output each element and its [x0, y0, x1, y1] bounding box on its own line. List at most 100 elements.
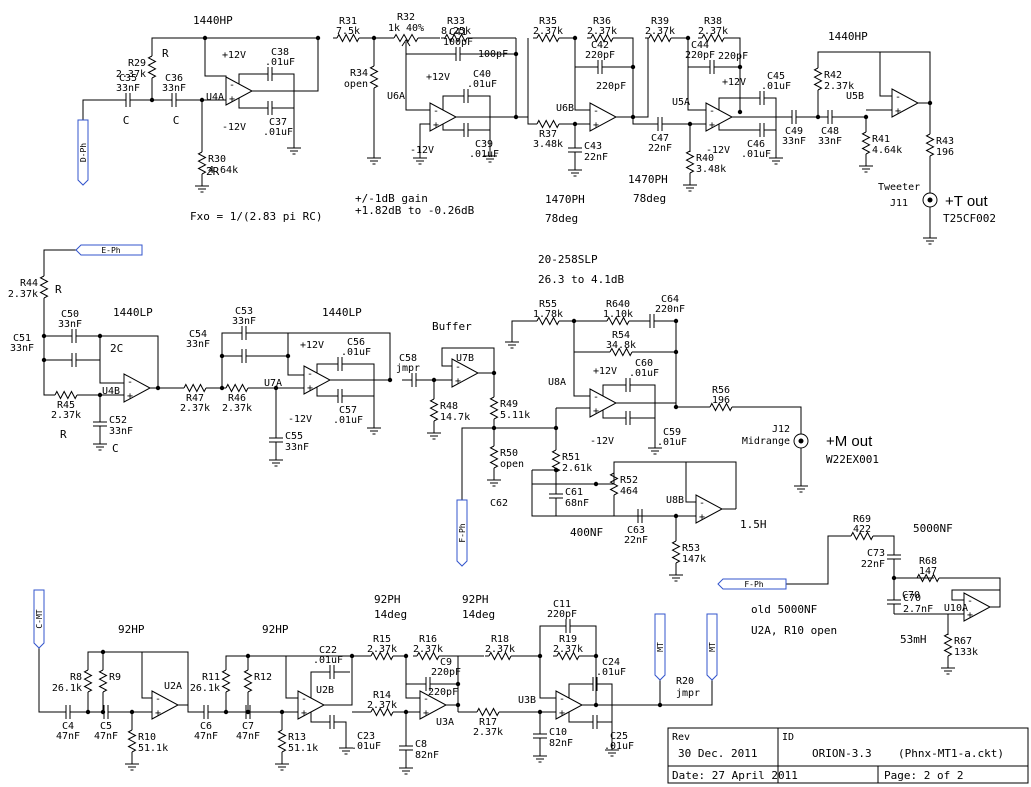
ref-c39: C39	[475, 139, 493, 150]
ref-r13: R13	[288, 732, 306, 743]
plus-sign: +	[301, 708, 307, 719]
resistor-r10	[127, 729, 137, 753]
resistor-r47	[183, 383, 207, 393]
ref-r18: R18	[491, 634, 509, 645]
input-tag-f-ph-b	[717, 578, 787, 590]
junction-dot	[41, 357, 47, 363]
opamp-u8b	[695, 494, 724, 524]
minus-sign: -	[301, 694, 307, 705]
value-r32: 1k 40%	[388, 23, 424, 34]
value-c45: .01uF	[761, 81, 791, 92]
resistor-r38	[701, 33, 725, 43]
components	[33, 33, 1029, 784]
value-c37: .01uF	[263, 127, 293, 138]
label-1470ph: 1470PH	[545, 193, 585, 206]
junction-dot	[245, 709, 251, 715]
value-r54: 34.8k	[606, 340, 636, 351]
value-c64: 220nF	[655, 304, 685, 315]
value-c39: .01uF	[469, 149, 499, 160]
value-r39: 2.37k	[645, 26, 675, 37]
plus-sign: +	[559, 708, 565, 719]
junction-dot	[673, 318, 679, 324]
value-r16: 2.37k	[413, 644, 443, 655]
opamp-u7a	[303, 365, 332, 395]
value-r48: 14.7k	[440, 412, 470, 423]
ref-c54: C54	[189, 329, 207, 340]
ref-c51: C51	[13, 333, 31, 344]
junction-dot	[737, 64, 743, 70]
junction-dot	[572, 121, 578, 127]
ref-r40: R40	[696, 153, 714, 164]
value-c25: .01uF	[604, 741, 634, 752]
ref-u7b: U7B	[456, 353, 474, 364]
value-c73: 22nF	[861, 559, 885, 570]
ref-r53: R53	[682, 543, 700, 554]
value-c61: 68nF	[565, 498, 589, 509]
junction-dot	[571, 318, 577, 324]
resistor-r33	[444, 33, 468, 43]
label-1440hp: 1440HP	[193, 14, 233, 27]
ref-c11: C11	[553, 599, 571, 610]
value-r17: 2.37k	[473, 727, 503, 738]
ref-c45: C45	[767, 71, 785, 82]
resistor-r45	[54, 390, 78, 400]
supply-pos-u8a: +12V	[593, 366, 617, 377]
supply-neg-u5a: -12V	[706, 145, 730, 156]
potentiometer-r32	[393, 33, 419, 43]
value-c9: 220pF	[431, 667, 461, 678]
ref-c9: C9	[440, 657, 452, 668]
ref-u2b: U2B	[316, 685, 334, 696]
ref-c25: C25	[610, 731, 628, 742]
value-r56: 196	[712, 395, 730, 406]
resistor-r54	[609, 347, 633, 357]
title-rev-date: 30 Dec. 2011	[678, 747, 757, 760]
resistor-r12	[243, 669, 253, 693]
ref-r54: R54	[612, 330, 630, 341]
plus-sign: +	[895, 106, 901, 117]
plus-sign: +	[433, 120, 439, 131]
minus-sign: -	[433, 106, 439, 117]
minus-sign: -	[155, 694, 161, 705]
junction-dot	[630, 114, 636, 120]
ref-r47: R47	[186, 393, 204, 404]
value-r51: 2.61k	[562, 463, 592, 474]
value-c4: 47nF	[56, 731, 80, 742]
ref-u10a: U10A	[944, 603, 968, 614]
opamp-u5a	[705, 102, 734, 132]
label-midrange: Midrange	[742, 436, 790, 447]
ref-r42: R42	[824, 70, 842, 81]
resistor-r35	[536, 33, 560, 43]
label-c2: C	[173, 114, 180, 127]
opamp-u2a	[151, 690, 180, 720]
value-c8: 82nF	[415, 750, 439, 761]
output-tag-mt-b-label: MT	[708, 642, 717, 652]
value-r11: 26.1k	[190, 683, 220, 694]
opamp-u4b	[123, 373, 152, 403]
plus-sign: +	[307, 383, 313, 394]
ref-r38: R38	[704, 16, 722, 27]
value-c46: .01uF	[741, 149, 771, 160]
minus-sign: -	[709, 106, 715, 117]
value-r19: 2.37k	[553, 644, 583, 655]
value-c11: 220pF	[547, 609, 577, 620]
ref-c73: C73	[867, 548, 885, 559]
ref-r48: R48	[440, 401, 458, 412]
minus-sign: -	[423, 694, 429, 705]
ref-r67: R67	[954, 636, 972, 647]
value-c7: 47nF	[236, 731, 260, 742]
value-r47: 2.37k	[180, 403, 210, 414]
label-slp-range: 26.3 to 4.1dB	[538, 273, 624, 286]
junction-dot	[673, 513, 679, 519]
resistor-r40	[685, 150, 695, 174]
junction-dot	[815, 114, 821, 120]
ref-c63: C63	[627, 525, 645, 536]
junction-dot	[737, 109, 743, 115]
input-tag-c-mt	[33, 589, 45, 649]
junction-dot	[315, 35, 321, 41]
ref-c43: C43	[584, 141, 602, 152]
resistor-r43	[925, 133, 935, 157]
wires	[38, 37, 1001, 768]
supply-pos-u6a: +12V	[426, 72, 450, 83]
junction-dot	[273, 385, 279, 391]
ref-r19: R19	[559, 634, 577, 645]
